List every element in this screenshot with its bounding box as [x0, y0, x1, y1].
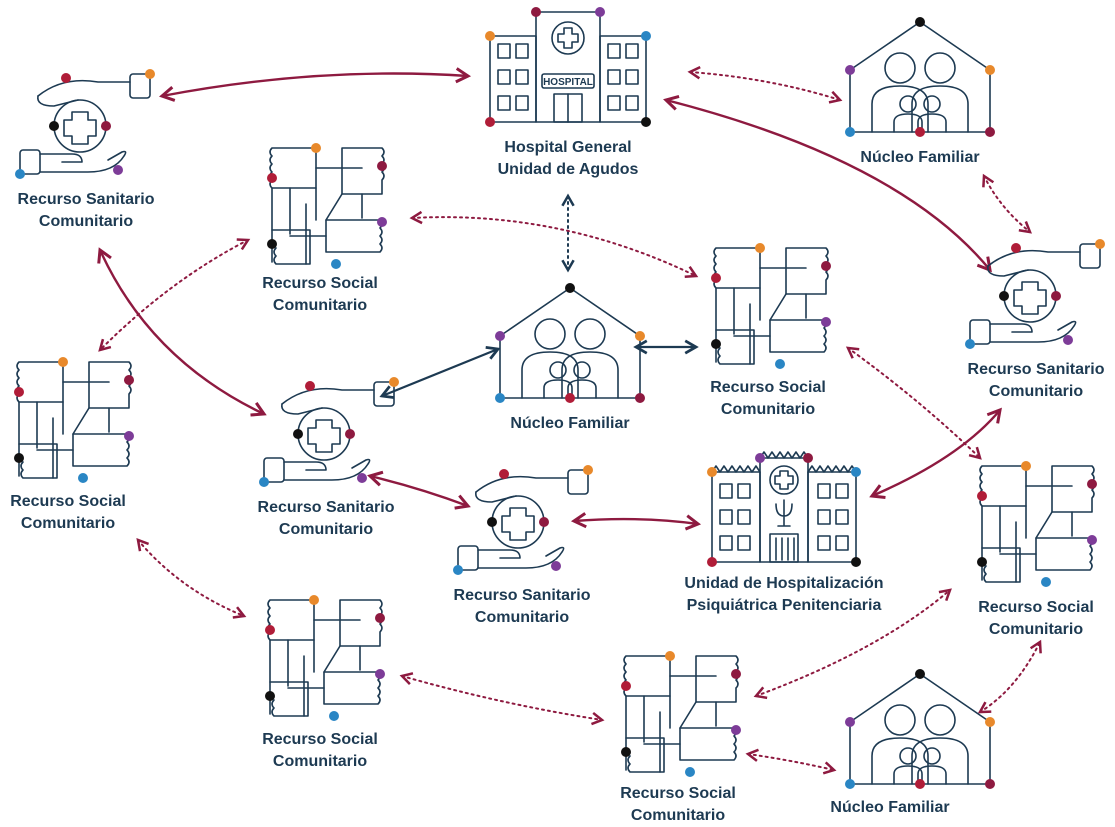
- nucleo-familiar-bottom-node: Núcleo Familiar: [830, 668, 996, 816]
- link-hospital-nucleo-top: [687, 66, 843, 104]
- interlocked-hands-icon: [620, 650, 742, 778]
- interlocked-hands-icon: [264, 594, 386, 722]
- social-left-node: Recurso Social Comunitario: [10, 356, 135, 532]
- family-house-icon: [844, 668, 996, 790]
- sanitario-midleft-label-line1: Recurso Sanitario: [258, 499, 395, 516]
- social-bottomcenter-label-line2: Comunitario: [631, 807, 725, 824]
- interlocked-hands-icon: [266, 142, 388, 270]
- link-social-top-social-center: [409, 210, 699, 279]
- interlocked-hands-icon: [976, 460, 1098, 588]
- social-right-label-line1: Recurso Social: [978, 599, 1094, 616]
- psiquiatrica-node: Unidad de Hospitalización Psiquiátrica P…: [684, 451, 884, 614]
- link-nucleo-sanitario-midleft: [379, 345, 501, 400]
- link-hospital-sanitario-right: [663, 94, 992, 273]
- nucleo-familiar-top-node: Núcleo Familiar: [844, 16, 996, 166]
- sanitario-topleft-label-line1: Recurso Sanitario: [18, 191, 155, 208]
- social-center-label-line2: Comunitario: [721, 401, 815, 418]
- nucleo-familiar-center-node: Núcleo Familiar: [494, 282, 646, 432]
- social-topcenter-node: Recurso Social Comunitario: [262, 142, 388, 314]
- sanitario-midleft-node: Recurso Sanitario Comunitario: [258, 376, 400, 538]
- link-social-bottomleft-social-bottomcenter: [399, 672, 605, 726]
- link-nucleo-top-sanitario-right: [982, 173, 1032, 234]
- link-social-center-social-right: [845, 346, 982, 460]
- family-house-icon: [844, 16, 996, 138]
- social-right-node: Recurso Social Comunitario: [976, 460, 1098, 638]
- social-bottomcenter-label-line1: Recurso Social: [620, 785, 736, 802]
- interlocked-hands-icon: [710, 242, 832, 370]
- social-left-label-line2: Comunitario: [21, 515, 115, 532]
- sanitario-center-label-line2: Comunitario: [475, 609, 569, 626]
- interlocked-hands-icon: [13, 356, 135, 484]
- nucleo-center-label: Núcleo Familiar: [510, 415, 629, 432]
- sanitario-topleft-label-line2: Comunitario: [39, 213, 133, 230]
- social-bottomleft-label-line1: Recurso Social: [262, 731, 378, 748]
- social-center-node: Recurso Social Comunitario: [710, 242, 832, 418]
- hospital-building-icon: HOSPITAL: [485, 7, 651, 127]
- hospital-general-node: HOSPITAL Hospital General Unidad de Agud…: [485, 7, 651, 178]
- link-sanitario-center-psiquiatrica: [570, 512, 702, 531]
- link-nucleo-bottom-social-right: [977, 639, 1042, 714]
- hands-medical-cross-icon: [14, 68, 156, 180]
- nucleo-top-label: Núcleo Familiar: [860, 149, 979, 166]
- hands-medical-cross-icon: [452, 464, 594, 576]
- sanitario-right-label-line1: Recurso Sanitario: [968, 361, 1105, 378]
- nucleo-bottom-label: Núcleo Familiar: [830, 799, 949, 816]
- hospital-sign-text: HOSPITAL: [543, 77, 593, 88]
- social-bottomleft-node: Recurso Social Comunitario: [262, 594, 386, 770]
- sanitario-topleft-node: Recurso Sanitario Comunitario: [14, 68, 156, 230]
- hands-medical-cross-icon: [964, 238, 1106, 350]
- link-sanitario-midleft-center: [367, 470, 471, 510]
- link-social-bottomcenter-nucleo-bottom: [745, 748, 837, 775]
- social-center-label-line1: Recurso Social: [710, 379, 826, 396]
- sanitario-right-label-line2: Comunitario: [989, 383, 1083, 400]
- psiquiatrica-label-line1: Unidad de Hospitalización: [684, 575, 883, 592]
- link-social-left-social-bottomleft: [136, 538, 247, 619]
- hospital-general-label-line2: Unidad de Agudos: [498, 161, 639, 178]
- family-house-icon: [494, 282, 646, 404]
- social-bottomleft-label-line2: Comunitario: [273, 753, 367, 770]
- social-left-label-line1: Recurso Social: [10, 493, 126, 510]
- link-sanitario-topleft-midleft: [97, 247, 267, 417]
- social-topcenter-label-line1: Recurso Social: [262, 275, 378, 292]
- sanitario-center-label-line1: Recurso Sanitario: [454, 587, 591, 604]
- hospital-general-label-line1: Hospital General: [504, 139, 631, 156]
- sanitario-right-node: Recurso Sanitario Comunitario: [964, 238, 1106, 400]
- social-right-label-line2: Comunitario: [989, 621, 1083, 638]
- psiquiatrica-label-line2: Psiquiátrica Penitenciaria: [687, 597, 882, 614]
- hands-medical-cross-icon: [258, 376, 400, 488]
- psychiatric-prison-hospital-icon: [707, 451, 861, 567]
- social-bottomcenter-node: Recurso Social Comunitario: [620, 650, 742, 824]
- link-social-bottomcenter-social-right: [753, 588, 952, 700]
- link-social-top-social-left: [98, 238, 251, 352]
- sanitario-midleft-label-line2: Comunitario: [279, 521, 373, 538]
- sanitario-center-node: Recurso Sanitario Comunitario: [452, 464, 594, 626]
- link-hospital-sanitario-topleft: [159, 67, 472, 102]
- social-topcenter-label-line2: Comunitario: [273, 297, 367, 314]
